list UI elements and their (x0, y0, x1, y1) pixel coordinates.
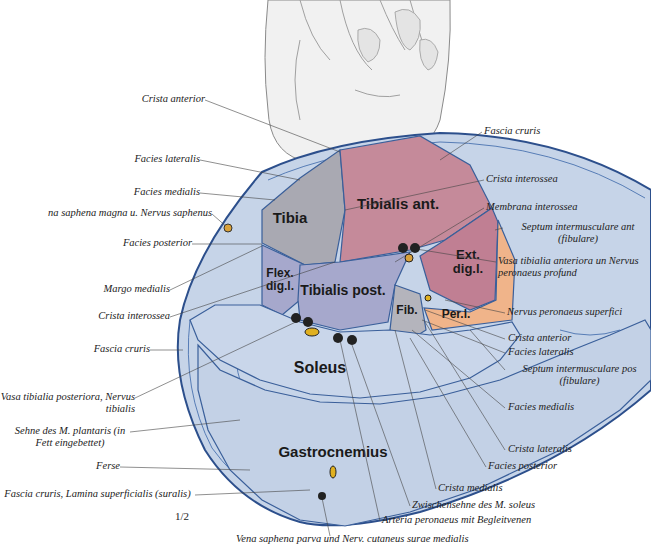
saphena-vessel (224, 224, 232, 232)
anatomy-label: Arteria peronaeus mit Begleitvenen (382, 514, 622, 526)
anatomy-label: Nervus peronaeus superfici (507, 306, 651, 318)
region-shape (262, 150, 345, 265)
region-fill (262, 150, 345, 265)
anatomy-label: 1/2 (168, 510, 196, 522)
anatomy-label: Crista interossea (40, 310, 170, 322)
nerve (305, 328, 319, 336)
region-fill (198, 320, 651, 526)
region-name: Soleus (294, 360, 346, 377)
anatomy-label: Crista medialis (438, 482, 598, 494)
anatomy-label: Facies lateralis (60, 153, 200, 165)
anatomy-label: Ferse (60, 460, 120, 472)
region-shape (198, 320, 651, 526)
vessel (318, 492, 326, 500)
region-name: Tibia (273, 210, 308, 226)
region-name: Tibialis post. (300, 283, 385, 298)
nerve (425, 295, 431, 301)
anatomy-label: na saphena magna u. Nervus saphenus (0, 207, 212, 219)
anatomy-label: Crista anterior (508, 332, 628, 344)
anatomy-label: Crista anterior (60, 93, 205, 105)
region-name: Per.l. (442, 308, 471, 321)
anatomy-label: Fascia cruris (20, 343, 150, 355)
muscle-region: Gastrocnemius (198, 320, 651, 526)
muscle-region: Tibia (262, 150, 345, 265)
anatomy-label: Septum intermusculare ant (fibulare) (505, 221, 651, 245)
anatomy-label: Margo medialis (40, 283, 170, 295)
anatomy-label: Facies lateralis (508, 346, 628, 358)
region-name: Ext. dig.l. (448, 248, 488, 275)
region-name: Fib. (396, 304, 417, 317)
anatomy-label: Fascia cruris, Lamina superficialis (sur… (0, 488, 195, 500)
region-name: Flex. dig.l. (262, 267, 298, 292)
anatomy-label: Zwischensehne des M. soleus (412, 499, 612, 511)
vessel (398, 243, 408, 253)
nerve (405, 254, 413, 262)
anatomy-label: Vasa tibialia posteriora, Nervus tibiali… (0, 391, 135, 415)
region-fill (420, 208, 498, 310)
anatomy-label: Facies posterior (488, 460, 628, 472)
tendon (330, 466, 336, 478)
anatomy-label: Vena saphena parva und Nerv. cutaneus su… (236, 533, 616, 545)
toe-nails (358, 9, 438, 70)
anatomy-label: Septum intermusculare pos (fibulare) (508, 363, 651, 387)
anatomy-label: Crista interossea (486, 173, 606, 185)
anatomy-label: Facies medialis (508, 401, 628, 413)
region-name: Tibialis ant. (357, 196, 439, 212)
vessel (410, 243, 420, 253)
anatomy-label: Crista lateralis (508, 443, 628, 455)
anatomy-label: Facies medialis (60, 186, 200, 198)
leg-outline (178, 133, 651, 525)
anatomy-label: Facies posterior (40, 237, 192, 249)
anatomy-label: Sehne des M. plantaris (in Fett eingebet… (10, 425, 130, 449)
anatomy-label: Fascia cruris (484, 125, 604, 137)
muscle-region: Ext. dig.l. (420, 208, 498, 310)
vessel (303, 317, 313, 327)
region-name: Gastrocnemius (278, 444, 387, 460)
vessel (333, 333, 343, 343)
vessel (291, 313, 301, 323)
leader-lines (120, 100, 505, 536)
vessel (347, 335, 357, 345)
anatomy-label: Vasa tibialia anteriora un Nervus perona… (498, 255, 648, 279)
anatomy-label: Membrana interossea (486, 201, 626, 213)
